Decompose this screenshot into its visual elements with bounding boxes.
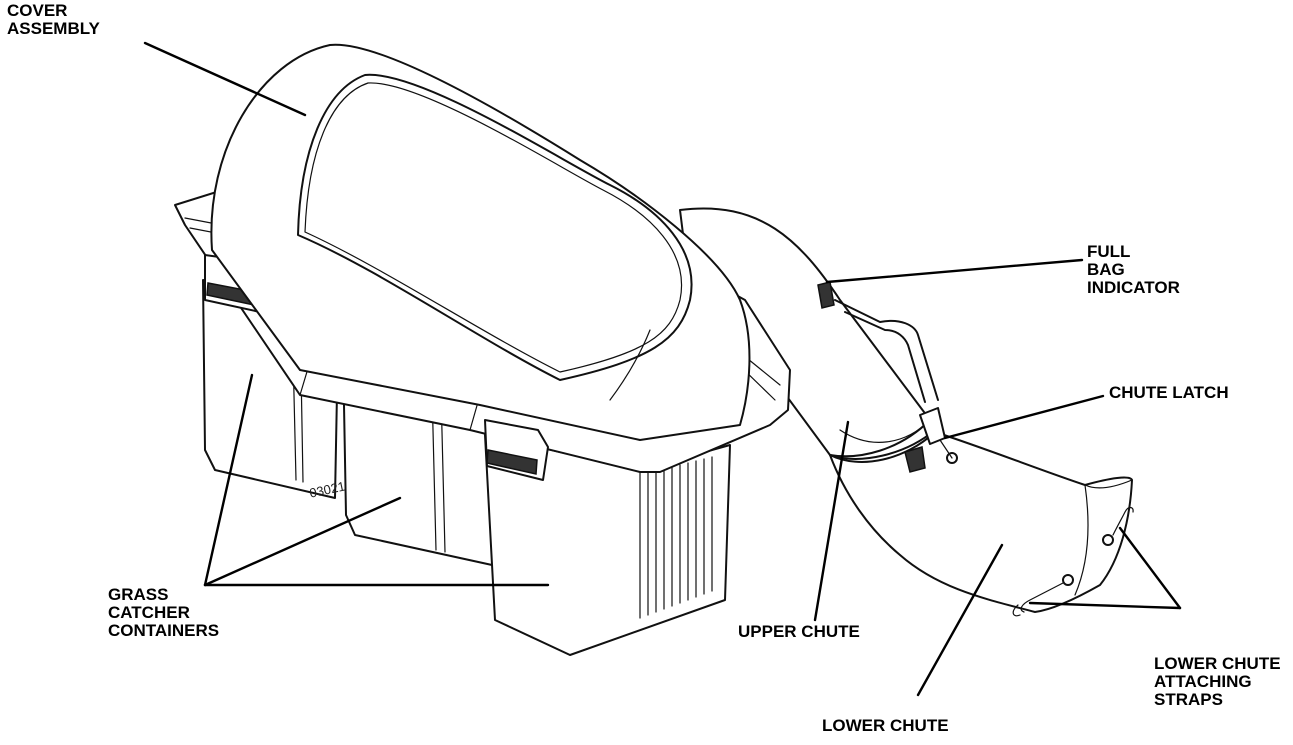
full-bag-indicator	[817, 281, 939, 403]
label-grass-catcher-containers: GRASS CATCHER CONTAINERS	[108, 585, 220, 640]
leader-upper-chute	[813, 420, 850, 622]
cover-assembly	[210, 43, 751, 441]
chute-latch	[904, 407, 958, 473]
leader-lines	[143, 41, 1182, 697]
lower-chute	[829, 431, 1133, 613]
leader-lower-chute	[916, 543, 1004, 697]
leader-straps-2	[1028, 601, 1182, 610]
leader-cover-assembly	[143, 41, 307, 117]
label-full-bag-indicator: FULL BAG INDICATOR	[1087, 242, 1180, 297]
label-upper-chute: UPPER CHUTE	[738, 622, 860, 641]
lower-chute-straps	[1012, 506, 1134, 617]
leader-grass-catcher-2	[203, 496, 402, 587]
label-lower-chute: LOWER CHUTE	[822, 716, 949, 735]
leader-full-bag-indicator	[825, 258, 1084, 284]
label-chute-latch: CHUTE LATCH	[1109, 383, 1229, 402]
leader-chute-latch	[943, 394, 1105, 440]
label-lower-chute-attaching-straps: LOWER CHUTE ATTACHING STRAPS	[1154, 654, 1281, 709]
leader-grass-catcher-1	[203, 373, 254, 587]
leader-straps-1	[1118, 526, 1182, 610]
label-cover-assembly: COVER ASSEMBLY	[7, 1, 100, 38]
